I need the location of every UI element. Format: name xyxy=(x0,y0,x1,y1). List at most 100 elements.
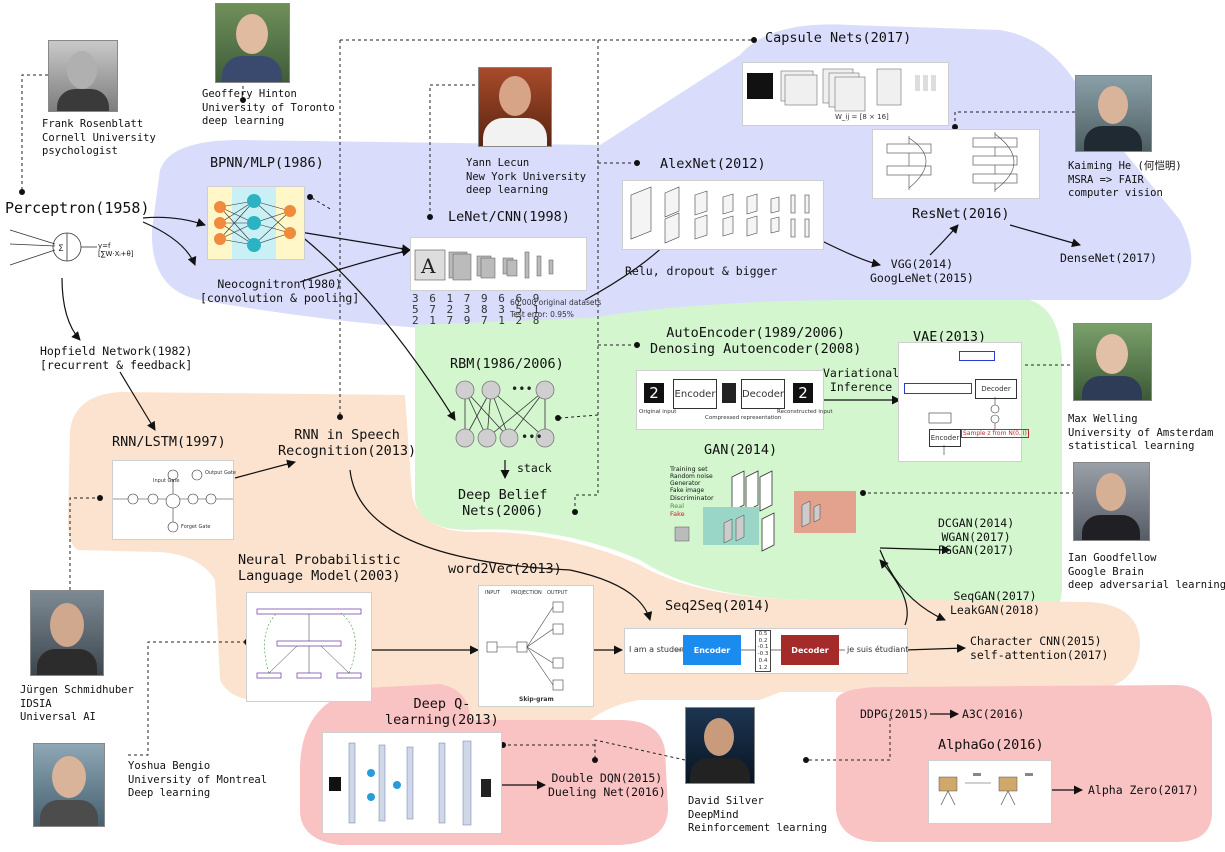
photo-lecun xyxy=(478,67,552,147)
figure-dqn xyxy=(322,732,502,834)
ae-reconstructed-label: Reconstructed input xyxy=(777,409,833,415)
svg-text:•••: ••• xyxy=(511,382,533,396)
node-double-dqn: Double DQN(2015)Dueling Net(2016) xyxy=(548,771,666,799)
node-bpnn: BPNN/MLP(1986) xyxy=(210,155,324,171)
node-seq2seq: Seq2Seq(2014) xyxy=(665,598,771,614)
figure-mlp xyxy=(207,186,305,260)
vae-sample: Sample z from N(0, I) xyxy=(961,429,1029,438)
lstm-forget-gate: Forget Gate xyxy=(181,524,211,530)
figure-lenet: A xyxy=(410,237,587,291)
node-densenet: DenseNet(2017) xyxy=(1060,251,1157,265)
ae-encoder-box: Encoder xyxy=(673,379,717,409)
photo-goodfellow xyxy=(1073,462,1150,541)
figure-lstm: Input Gate Output Gate Forget Gate xyxy=(112,460,236,540)
figure-alphago xyxy=(928,760,1052,824)
perceptron-formula: y=f [∑W·Xᵢ+θ] xyxy=(98,242,134,258)
lenet-dataset-count: 60,000 original datasets xyxy=(510,298,602,307)
node-alphazero: Alpha Zero(2017) xyxy=(1088,783,1199,797)
label-stack: stack xyxy=(517,461,552,475)
figure-word2vec: INPUT PROJECTION OUTPUT Skip-gram xyxy=(478,585,594,707)
lstm-input-gate: Input Gate xyxy=(153,478,180,484)
figure-lenet-digits: 3 6 1 7 9 6 6 9 5 7 2 3 8 3 5 1 2 1 7 9 … xyxy=(412,292,602,327)
gan-random-noise: Random noise xyxy=(670,473,713,480)
person-connectors xyxy=(21,39,1075,761)
node-gan: GAN(2014) xyxy=(704,442,778,458)
w2v-output: OUTPUT xyxy=(547,590,568,596)
node-vgg-googlenet: VGG(2014)GoogLeNet(2015) xyxy=(870,257,974,285)
node-rnn-lstm: RNN/LSTM(1997) xyxy=(112,434,226,450)
s2s-encoder: Encoder xyxy=(683,635,741,665)
s2s-decoder: Decoder xyxy=(781,635,839,665)
svg-text:Σ: Σ xyxy=(58,244,64,254)
gan-fake-image: Fake image xyxy=(670,487,705,494)
note-alexnet: Relu, dropout & bigger xyxy=(625,264,778,278)
figure-autoencoder: 2 Encoder Decoder 2 Original input Compr… xyxy=(636,370,833,430)
lstm-output-gate: Output Gate xyxy=(205,470,236,476)
gan-fake: Fake xyxy=(670,510,685,518)
photo-hinton xyxy=(215,3,290,83)
node-vae: VAE(2013) xyxy=(913,329,987,345)
vae-encoder-box: Encoder xyxy=(929,429,961,447)
gan-generator: Generator xyxy=(670,480,701,487)
node-rbm: RBM(1986/2006) xyxy=(450,356,564,372)
figure-capsule: W_ij = [8 × 16] xyxy=(742,62,949,126)
ae-decoder-box: Decoder xyxy=(741,379,785,409)
lenet-test-error: Test error: 0.95% xyxy=(510,310,574,319)
ae-original-label: Original input xyxy=(639,409,677,415)
photo-schmidhuber xyxy=(30,590,104,676)
s2s-input: I am a student xyxy=(629,645,688,654)
capsule-formula: W_ij = [8 × 16] xyxy=(835,113,889,121)
node-neocognitron: Neocognitron(1980)[convolution & pooling… xyxy=(200,277,360,305)
node-dqn: Deep Q-learning(2013) xyxy=(385,696,499,728)
w2v-skipgram: Skip-gram xyxy=(519,696,554,703)
w2v-projection: PROJECTION xyxy=(511,590,542,596)
node-capsule: Capsule Nets(2017) xyxy=(765,30,912,46)
node-alphago: AlphaGo(2016) xyxy=(938,737,1044,753)
svg-text:•••: ••• xyxy=(521,430,543,444)
figure-rbm: ••• ••• xyxy=(453,376,558,456)
node-ddpg: DDPG(2015) xyxy=(860,707,930,721)
vae-decoder-box: Decoder xyxy=(975,379,1017,399)
node-lenet: LeNet/CNN(1998) xyxy=(448,209,570,225)
svg-text:A: A xyxy=(420,254,436,278)
photo-rosenblatt xyxy=(48,40,118,112)
figure-alexnet xyxy=(622,180,824,250)
figure-gan: Training set Random noise Generator Fake… xyxy=(670,465,880,565)
gan-real: Real xyxy=(670,502,685,510)
figure-perceptron: Σ y=f [∑W·Xᵢ+θ] xyxy=(5,220,145,275)
node-charcnn: Character CNN(2015)self-attention(2017) xyxy=(970,634,1109,662)
node-alexnet: AlexNet(2012) xyxy=(660,156,766,172)
node-seqgan: SeqGAN(2017)LeakGAN(2018) xyxy=(950,589,1041,617)
flow-arrows xyxy=(61,216,1083,795)
photo-silver xyxy=(685,707,755,784)
node-autoencoder: AutoEncoder(1989/2006)Denosing Autoencod… xyxy=(650,325,862,357)
node-resnet: ResNet(2016) xyxy=(912,206,1010,222)
s2s-output: je suis étudiant xyxy=(847,645,909,654)
figure-resnet xyxy=(872,129,1040,199)
figure-vae: Decoder Encoder Sample z from N(0, I) xyxy=(898,342,1029,462)
node-word2vec: word2Vec(2013) xyxy=(448,561,562,577)
photo-he xyxy=(1075,75,1152,152)
gan-training-set: Training set xyxy=(670,465,708,473)
node-hopfield: Hopfield Network(1982)[recurrent & feedb… xyxy=(40,344,193,372)
w2v-input: INPUT xyxy=(485,590,500,596)
node-a3c: A3C(2016) xyxy=(962,707,1025,721)
gan-discriminator: Discriminator xyxy=(670,494,714,502)
ae-compressed-label: Compressed representation xyxy=(705,415,782,421)
figure-nplm xyxy=(246,592,372,702)
photo-bengio xyxy=(33,743,105,827)
